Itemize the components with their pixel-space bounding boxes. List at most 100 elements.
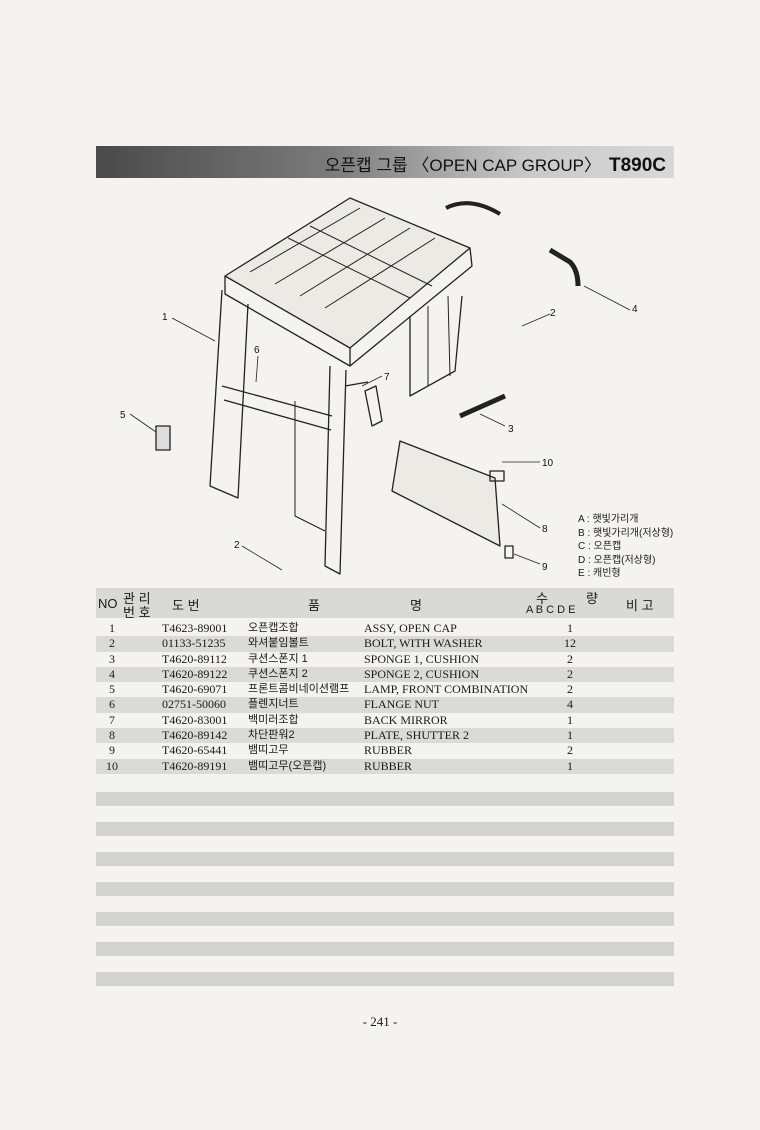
legend-item: B : 햇빛가리개(저상형) (578, 527, 674, 539)
table-row: 3 T4620-89112 쿠션스폰지 1 SPONGE 1, CUSHION 2 (96, 652, 674, 667)
sponge-strip (458, 393, 507, 419)
cell-eng: RUBBER (364, 743, 413, 758)
cell-kor: 오픈캡조합 (248, 622, 299, 634)
header-no: NO (98, 596, 118, 611)
cell-no: 4 (109, 666, 115, 681)
cell-qty: 1 (567, 621, 573, 635)
cell-qty: 1 (567, 712, 573, 727)
empty-row-stripe (96, 852, 674, 866)
cell-kor: 플렌지너트 (248, 698, 299, 711)
empty-row-stripe (96, 822, 674, 836)
cell-eng: BOLT, WITH WASHER (364, 636, 483, 651)
cell-kor: 와셔붙임볼트 (248, 637, 309, 650)
callout-9: 9 (542, 562, 548, 573)
empty-row-stripe (96, 882, 674, 896)
combination-lamp (155, 425, 171, 451)
legend-item: D : 오픈캡(저상형) (578, 554, 656, 566)
cell-part: T4623-89001 (162, 621, 228, 635)
cell-eng: BACK MIRROR (364, 712, 448, 727)
rubber (504, 545, 514, 559)
callout-5: 5 (120, 410, 126, 421)
cell-no: 1 (109, 621, 115, 635)
legend-item: E : 캐빈형 (578, 568, 621, 579)
cell-kor: 백미러조합 (248, 713, 299, 726)
callout-1: 1 (162, 312, 168, 323)
cell-qty: 2 (567, 666, 573, 681)
empty-row-stripe (96, 942, 674, 956)
header-name-b: 명 (410, 598, 422, 613)
table-row: 4 T4620-89122 쿠션스폰지 2 SPONGE 2, CUSHION 2 (96, 666, 674, 683)
callout-7: 7 (384, 372, 390, 383)
cell-qty: 2 (567, 682, 573, 697)
back-mirror (344, 381, 383, 427)
callout-8: 8 (542, 524, 548, 535)
empty-row-stripe (96, 972, 674, 986)
cell-kor: 차단판워2 (248, 729, 295, 742)
callout-4: 4 (632, 304, 638, 315)
cell-eng: SPONGE 2, CUSHION (364, 666, 480, 681)
cell-eng: ASSY, OPEN CAP (364, 621, 457, 635)
callout-2: 2 (550, 308, 556, 319)
header-mgmt-bottom: 번 호 (123, 605, 151, 620)
table-row: 5 T4620-69071 프론트콤비네이션램프 LAMP, FRONT COMBIN… (96, 682, 674, 697)
model-name: T890C (608, 155, 666, 176)
cell-part: T4620-65441 (162, 743, 228, 758)
cell-kor: 쿠션스폰지 1 (248, 652, 308, 665)
cell-no: 3 (109, 651, 115, 666)
cell-part: T4620-89122 (162, 666, 228, 681)
rubber-open-cap (489, 470, 505, 482)
front-right-post (324, 365, 347, 575)
cell-eng: SPONGE 1, CUSHION (364, 651, 480, 666)
cell-kor: 뱀띠고무 (248, 744, 289, 757)
cell-qty: 1 (567, 758, 573, 773)
cell-qty: 12 (564, 636, 576, 651)
front-left-post (209, 289, 249, 499)
roof-front-edge (224, 276, 351, 367)
cell-part: T4620-83001 (162, 712, 228, 727)
cell-part: T4620-69071 (162, 682, 228, 697)
header-qty-a: 수 (536, 591, 548, 606)
cell-no: 2 (109, 636, 115, 651)
cell-kor: 뱀띠고무(오픈캡) (248, 759, 327, 772)
cell-eng: PLATE, SHUTTER 2 (364, 728, 469, 743)
front-cross-bar (221, 385, 333, 431)
header-mgmt-top: 관 리 (123, 591, 151, 606)
empty-row-stripe (96, 912, 674, 926)
parts-table-header: NO 관 리 번 호 도 번 품 명 수 량 A B C D E 비 고 (96, 588, 674, 620)
section-title-bar: 오픈캡 그룹 〈OPEN CAP GROUP〉 T890C (96, 146, 674, 178)
page-number: - 241 - (362, 1014, 398, 1029)
callout-3: 3 (508, 424, 514, 435)
cell-eng: LAMP, FRONT COMBINATION (364, 682, 529, 697)
header-drawing-no: 도 번 (172, 598, 200, 613)
cell-eng: RUBBER (364, 758, 413, 773)
rear-frame (409, 295, 463, 397)
cell-part: 02751-50060 (162, 697, 226, 712)
cell-part: T4620-89112 (162, 651, 227, 666)
cell-kor: 쿠션스폰지 2 (248, 667, 308, 680)
table-row: 1 T4623-89001 오픈캡조합 ASSY, OPEN CAP 1 (96, 621, 674, 636)
cushion-sponge-2 (445, 201, 502, 216)
cell-qty: 4 (567, 697, 573, 712)
exploded-parts-diagram: 1 2 3 4 5 6 7 10 8 9 2 (120, 197, 638, 575)
legend-item: A : 햇빛가리개 (578, 514, 639, 525)
cell-qty: 2 (567, 651, 573, 666)
header-name-a: 품 (308, 598, 320, 613)
parts-table: 1 T4623-89001 오픈캡조합 ASSY, OPEN CAP 1 2 01133-… (96, 621, 674, 774)
cell-no: 5 (109, 682, 115, 697)
cell-no: 10 (106, 758, 118, 773)
header-qty-columns: A B C D E (526, 604, 576, 616)
cell-kor: 프론트콤비네이션램프 (248, 683, 350, 696)
group-title: 오픈캡 그룹 〈OPEN CAP GROUP〉 (324, 156, 601, 175)
cell-part: 01133-51235 (162, 636, 226, 651)
cell-eng: FLANGE NUT (364, 697, 439, 712)
cell-qty: 1 (567, 728, 573, 743)
cell-part: T4620-89142 (162, 728, 228, 743)
roof-panel (224, 197, 471, 349)
empty-row-stripe (96, 792, 674, 806)
cell-no: 9 (109, 743, 115, 758)
callout-10: 10 (542, 458, 554, 469)
cell-no: 7 (109, 712, 115, 727)
